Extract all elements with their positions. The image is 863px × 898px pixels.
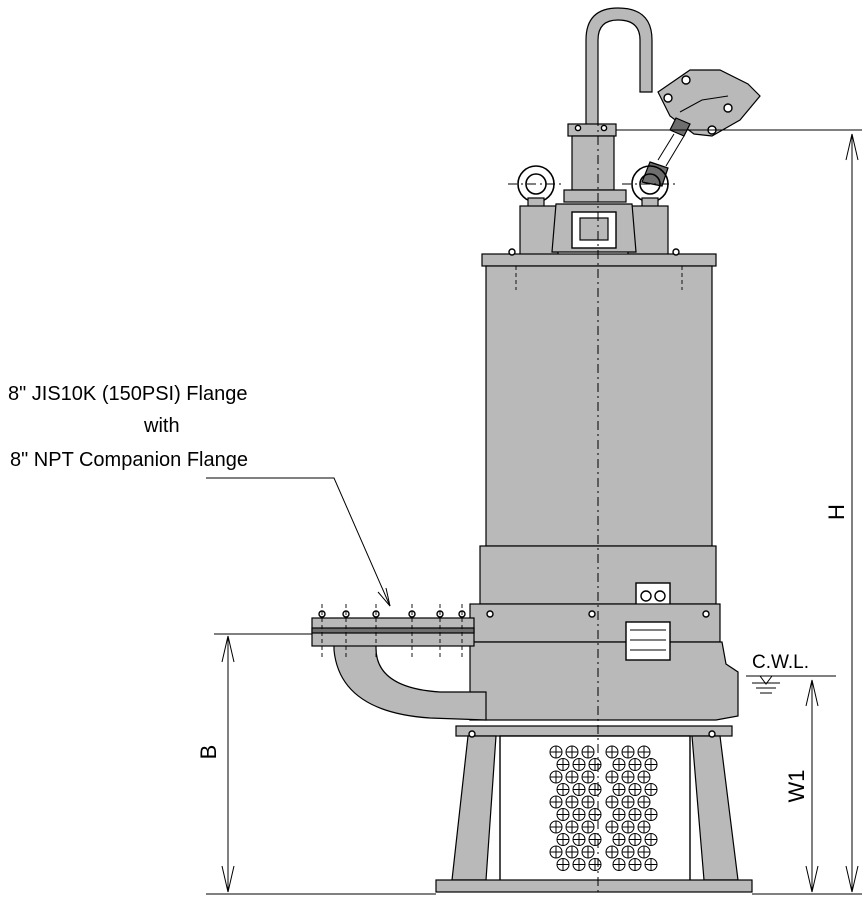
strainer-hole-cross [573,808,585,821]
callout-line-2: with [143,415,180,437]
strainer-hole-cross [613,758,625,771]
strainer-hole-cross [550,821,562,833]
dimension-w1-label: W1 [784,770,809,803]
strainer-hole-cross [589,833,601,846]
strainer-hole-cross [589,808,601,821]
strainer-hole-cross [566,746,578,758]
strainer-hole-cross [629,783,641,796]
strainer-hole-cross [566,821,578,833]
strainer-hole-cross [582,796,594,808]
strainer-hole-cross [645,758,657,771]
strainer-hole-cross [629,808,641,821]
strainer-hole-cross [613,808,625,821]
strainer-hole-cross [606,821,618,833]
strainer-hole-cross [622,846,634,858]
strainer-hole-cross [550,846,562,858]
lifting-handle [585,7,653,131]
strainer-hole-cross [645,833,657,846]
strainer-hole-cross [606,771,618,783]
dimension-w1 [746,675,862,895]
strainer-hole-cross [566,846,578,858]
strainer-hole-cross [629,833,641,846]
strainer-hole-cross [645,858,657,871]
strainer-hole-cross [606,846,618,858]
strainer-hole-cross [566,771,578,783]
dimension-b-label: B [196,745,221,760]
strainer-hole-cross [622,771,634,783]
strainer-hole-cross [606,746,618,758]
strainer-hole-cross [582,821,594,833]
strainer-hole-cross [582,846,594,858]
strainer-hole-cross [550,746,562,758]
cwl-label: C.W.L. [752,652,809,673]
strainer-hole-cross [557,758,569,771]
discharge-neck [563,123,627,203]
strainer-hole-cross [557,833,569,846]
strainer-hole-cross [645,783,657,796]
strainer-hole-cross [622,746,634,758]
strainer-hole-cross [589,783,601,796]
dimension-h-label: H [824,504,849,520]
motor-top-cover [481,203,717,267]
strainer-hole-cross [613,833,625,846]
discharge-elbow [333,639,487,721]
strainer-hole-cross [622,821,634,833]
strainer-hole-cross [557,808,569,821]
strainer-hole-cross [638,796,650,808]
strainer-hole-cross [573,758,585,771]
strainer-hole-cross [622,796,634,808]
eye-bolt-left [508,165,564,209]
strainer-hole-cross [613,858,625,871]
strainer-hole-cross [638,821,650,833]
strainer-hole-cross [638,746,650,758]
eye-bolt-right [622,165,678,209]
strainer-hole-cross [638,771,650,783]
strainer-hole-cross [629,758,641,771]
callout-leader [206,477,391,607]
discharge-flange [311,604,475,660]
dimension-b [206,633,436,895]
strainer-hole-cross [573,858,585,871]
strainer-hole-cross [557,858,569,871]
strainer-hole-cross [557,783,569,796]
strainer-hole-cross [566,796,578,808]
strainer-hole-cross [582,746,594,758]
motor-body [479,265,717,608]
pump-casing [469,603,739,721]
strainer-hole-cross [589,758,601,771]
strainer-hole-cross [606,796,618,808]
strainer-hole-cross [582,771,594,783]
strainer-hole-cross [573,783,585,796]
strainer-holes [549,745,658,871]
callout-line-3: 8" NPT Companion Flange [10,449,248,471]
dimension-h [616,129,862,893]
strainer-hole-cross [645,808,657,821]
strainer-hole-cross [550,796,562,808]
strainer-hole-cross [550,771,562,783]
callout-line-1: 8" JIS10K (150PSI) Flange [8,383,247,405]
strainer-hole-cross [638,846,650,858]
strainer-hole-cross [613,783,625,796]
strainer-hole-cross [573,833,585,846]
strainer-hole-cross [629,858,641,871]
strainer-hole-cross [589,858,601,871]
